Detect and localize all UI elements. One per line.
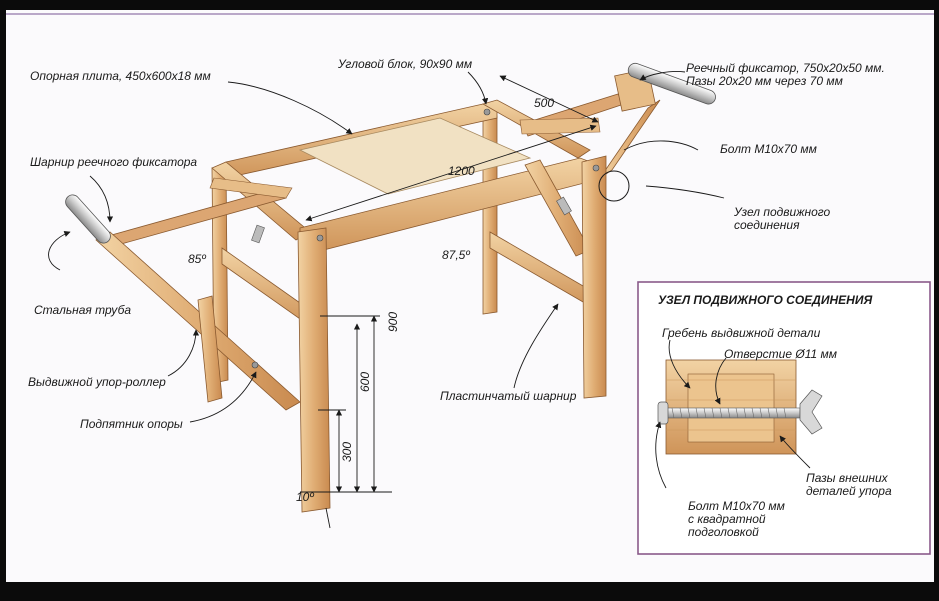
label-steel-pipe: Стальная труба <box>34 303 131 317</box>
front-left-leg <box>297 227 331 513</box>
inset-label-bolt-line3: подголовкой <box>688 525 759 539</box>
inset-wing-nut <box>799 389 823 435</box>
label-support-plate: Опорная плита, 450х600х18 мм <box>30 69 211 83</box>
label-rack-lock-line2: Пазы 20х20 мм через 70 мм <box>686 74 843 88</box>
left-steel-pipe <box>65 194 111 244</box>
label-movable-joint-line1: Узел подвижного <box>734 205 831 219</box>
bolt-roller <box>251 361 259 369</box>
inset-label-comb: Гребень выдвижной детали <box>662 326 821 340</box>
inset-label-bolt-line1: Болт М10х70 мм <box>688 499 785 513</box>
left-rack-lock-top <box>209 177 293 199</box>
inset-label-grooves-line1: Пазы внешних <box>806 471 888 485</box>
inset-bolt-shaft <box>665 407 801 419</box>
inset-label-hole: Отверстие Ø11 мм <box>724 347 837 361</box>
plate-hinge-left <box>251 224 265 244</box>
label-movable-joint-line2: соединения <box>734 218 800 232</box>
right-top-bracket <box>519 117 601 135</box>
bolt-front-right <box>592 164 600 172</box>
angle-87-5: 87,5º <box>442 248 470 262</box>
label-support-foot: Подпятник опоры <box>80 417 183 431</box>
movable-joint-marker <box>598 170 630 202</box>
inset-label-bolt-line2: с квадратной <box>688 512 766 526</box>
leader-lines <box>48 71 725 423</box>
label-plate-hinge: Пластинчатый шарнир <box>440 389 577 403</box>
dim-900: 900 <box>386 311 400 332</box>
label-corner-block: Угловой блок, 90х90 мм <box>338 57 473 71</box>
bolt-front-left <box>316 234 324 242</box>
inset-title: УЗЕЛ ПОДВИЖНОГО СОЕДИНЕНИЯ <box>658 293 873 307</box>
label-bolt: Болт М10х70 мм <box>720 142 817 156</box>
left-outrigger-leg <box>197 295 223 403</box>
dim-1200: 1200 <box>448 164 475 178</box>
label-rack-hinge: Шарнир реечного фиксатора <box>30 155 198 169</box>
right-steel-pipe <box>627 62 716 105</box>
dim-500: 500 <box>534 96 555 110</box>
angle-85: 85º <box>188 252 206 266</box>
dim-300: 300 <box>340 441 354 462</box>
angle-10: 10º <box>296 490 314 504</box>
inset-label-grooves-line2: деталей упора <box>806 484 892 498</box>
front-right-leg <box>581 155 607 399</box>
inset-bolt-head <box>657 401 669 425</box>
label-rack-lock-line1: Реечный фиксатор, 750х20х50 мм. <box>686 61 885 75</box>
dim-600: 600 <box>358 371 372 392</box>
bolt-back-right <box>483 108 491 116</box>
dimension-lines <box>300 75 599 529</box>
label-sliding-roller: Выдвижной упор-роллер <box>28 375 166 389</box>
inset-panel <box>637 281 931 555</box>
